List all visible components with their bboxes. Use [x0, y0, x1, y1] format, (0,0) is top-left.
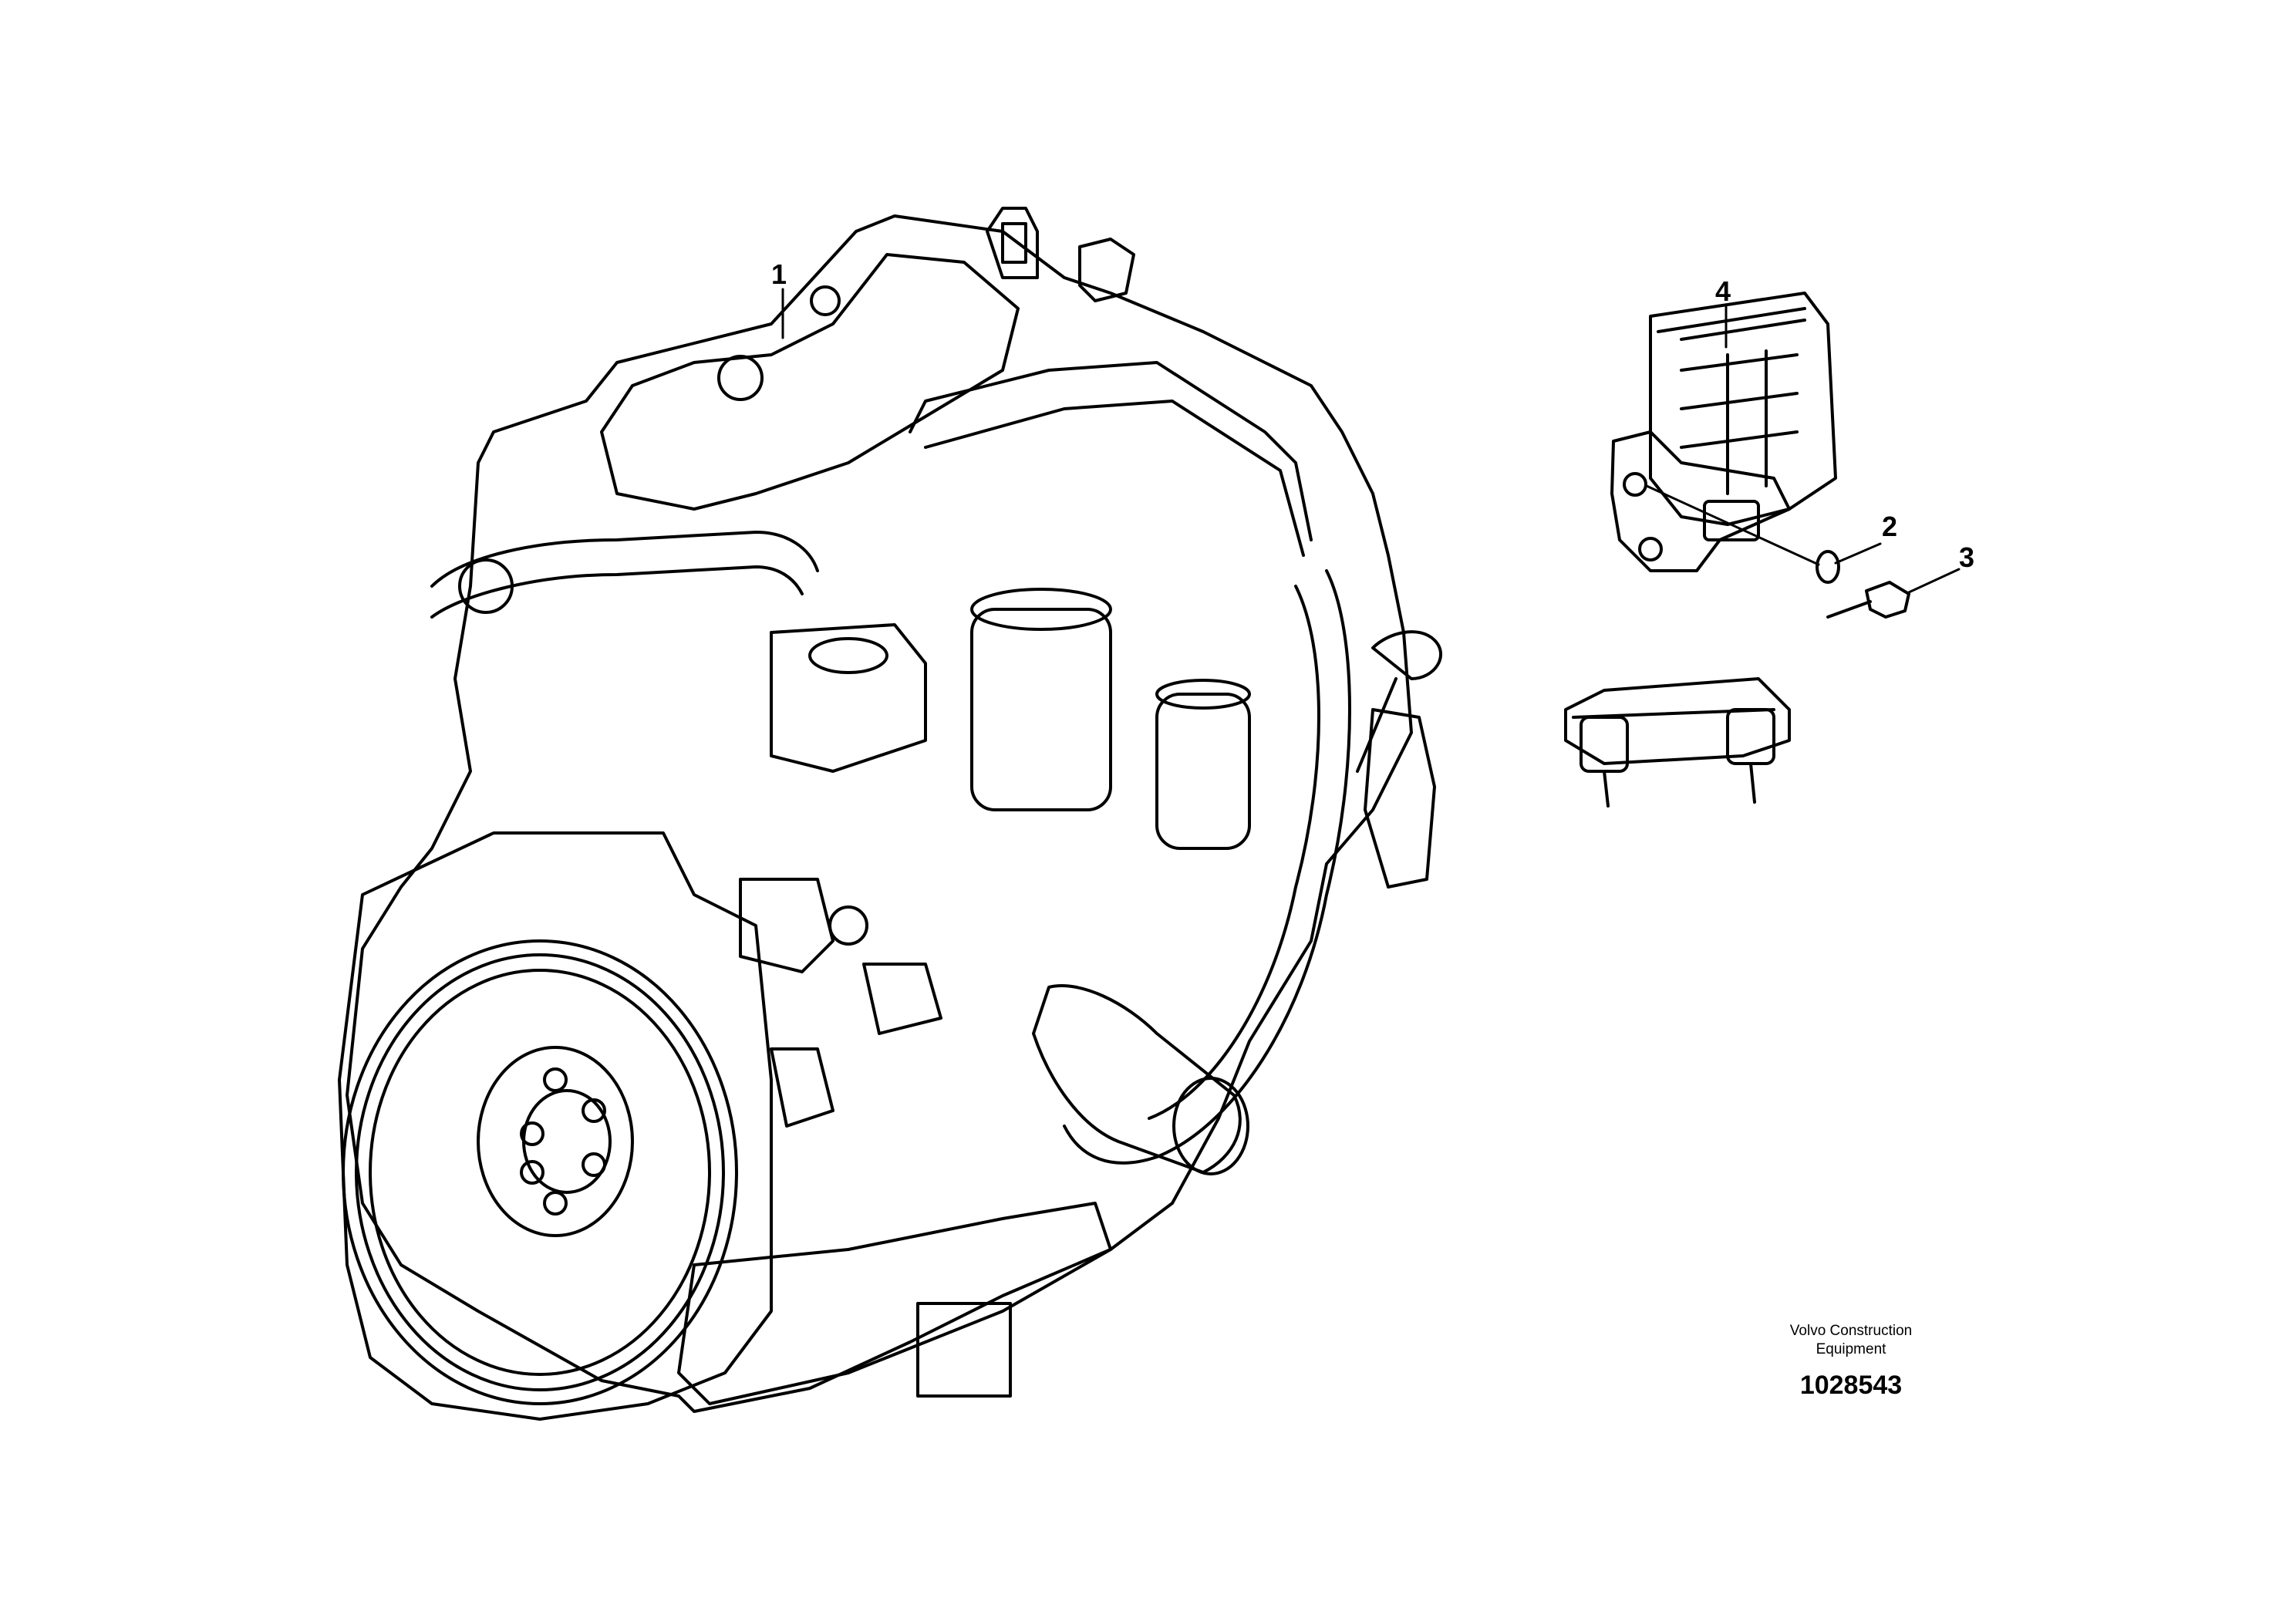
engine-assembly	[346, 207, 1443, 1413]
fuel-pipes	[909, 361, 1313, 557]
oil-sump	[677, 1202, 1112, 1405]
company-line-1: Volvo Construction	[1789, 1323, 1913, 1339]
thermostat-outlet	[1078, 238, 1135, 302]
valve-cover	[600, 253, 1020, 511]
starter-motor	[1032, 984, 1242, 1174]
company-line-2: Equipment	[1816, 1341, 1886, 1357]
callout-2: 2	[1882, 511, 1898, 542]
credit-block: Volvo Construction Equipment 1028543	[1751, 1322, 1951, 1401]
lifting-eye	[986, 207, 1039, 279]
engine-block-outline	[346, 214, 1413, 1413]
engine-mount	[1564, 677, 1791, 808]
ecu-unit	[1610, 292, 1837, 572]
leader-lines	[781, 288, 1961, 594]
screw	[1826, 581, 1910, 619]
document-number: 1028543	[1799, 1371, 1903, 1400]
ecu-fastener	[1816, 550, 1910, 619]
dipstick	[1356, 630, 1443, 773]
flywheel-bolts	[520, 1067, 606, 1216]
leader-line-3	[1907, 568, 1961, 594]
callout-3: 3	[1959, 541, 1975, 573]
washer	[1816, 550, 1840, 584]
callout-1: 1	[771, 258, 787, 290]
oil-filter-housing	[970, 608, 1112, 811]
leader-line-2	[1834, 542, 1882, 565]
intake-hose	[430, 531, 819, 619]
fuel-filter	[1155, 693, 1251, 850]
leader-line-ecu-washer	[1645, 484, 1820, 566]
flywheel	[338, 831, 773, 1421]
flywheel-outer-ring	[342, 939, 738, 1405]
bell-housing	[338, 831, 773, 1421]
callout-4: 4	[1715, 275, 1731, 307]
